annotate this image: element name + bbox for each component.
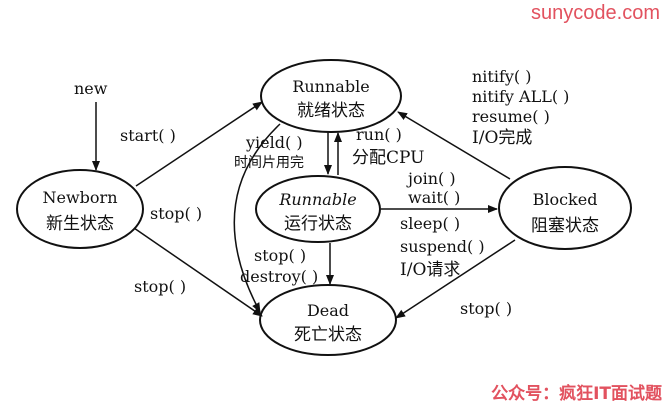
suspend-label: suspend( ) xyxy=(400,237,485,256)
allocate-cpu-label: 分配CPU xyxy=(352,148,424,168)
yield-label: yield( ) xyxy=(245,133,303,152)
running-label-en: Runnable xyxy=(278,190,356,209)
stop-label-left-lower: stop( ) xyxy=(134,277,186,296)
ready-state xyxy=(260,59,402,133)
stop-label-left-upper: stop( ) xyxy=(150,204,202,223)
blocked-label-en: Blocked xyxy=(533,190,598,209)
dead-label-zh: 死亡状态 xyxy=(294,325,362,345)
sleep-label: sleep( ) xyxy=(400,214,460,233)
watermark-top: sunycode.com xyxy=(531,2,660,24)
join-label: join( ) xyxy=(406,169,456,188)
stop-ready-dead-arrow xyxy=(233,123,281,313)
stop-blocked-dead-arrow xyxy=(395,239,516,319)
blocked-state xyxy=(498,166,632,250)
resume-label: resume( ) xyxy=(472,107,550,126)
stop-newborn-dead-arrow xyxy=(133,227,263,317)
wait-label: wait( ) xyxy=(408,188,460,207)
newborn-label-zh: 新生状态 xyxy=(46,214,114,234)
io-complete-label: I/O完成 xyxy=(472,128,532,148)
running-label-zh: 运行状态 xyxy=(284,214,352,234)
destroy-label: destroy( ) xyxy=(240,267,318,286)
start-label: start( ) xyxy=(120,126,176,145)
newborn-state xyxy=(16,169,144,249)
io-request-label: I/O请求 xyxy=(400,260,460,280)
running-state xyxy=(255,175,381,243)
ready-label-en: Runnable xyxy=(292,77,369,96)
newborn-label-en: Newborn xyxy=(43,188,118,207)
ready-label-zh: 就绪状态 xyxy=(297,101,365,121)
new-label: new xyxy=(74,79,108,98)
notify-all-label: nitify ALL( ) xyxy=(472,87,569,106)
start-arrow xyxy=(135,101,263,187)
blocked-label-zh: 阻塞状态 xyxy=(531,216,599,236)
notify-label: nitify( ) xyxy=(472,67,532,86)
dead-state xyxy=(259,284,397,356)
stop-label-blocked: stop( ) xyxy=(460,299,512,318)
blocked-ready-arrow xyxy=(397,111,511,180)
watermark-bottom: 公众号：疯狂IT面试题 xyxy=(491,384,662,404)
timeslice-label: 时间片用完 xyxy=(234,155,304,171)
dead-label-en: Dead xyxy=(307,301,349,320)
stop-label-center: stop( ) xyxy=(254,246,306,265)
run-label: run( ) xyxy=(356,125,402,144)
